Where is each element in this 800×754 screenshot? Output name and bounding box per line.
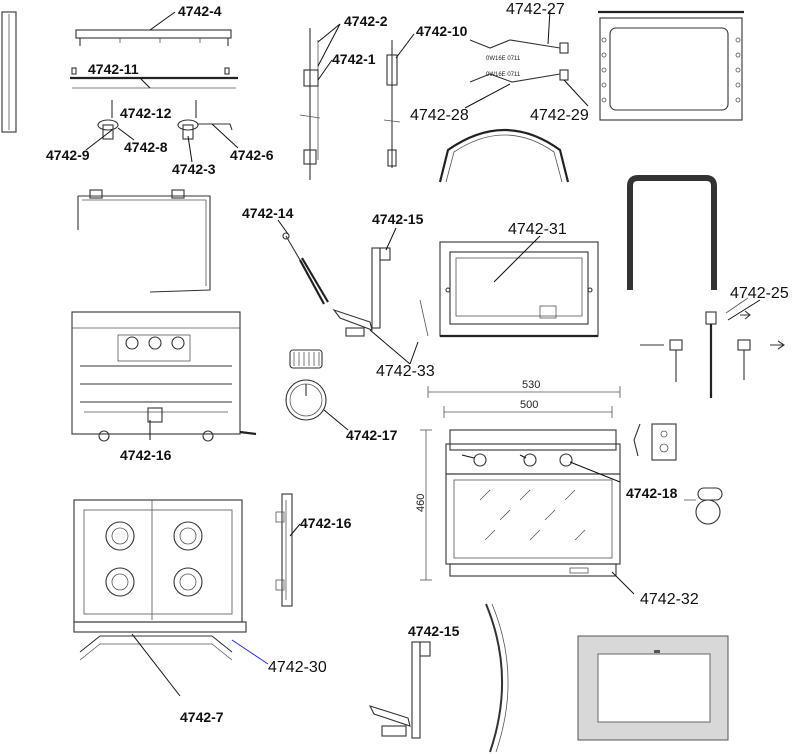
oven-door-part	[419, 241, 599, 338]
label-4742-8: 4742-8	[124, 139, 168, 155]
label-4742-18: 4742-18	[626, 485, 678, 501]
label-4742-3: 4742-3	[172, 161, 216, 177]
valve-knob-right	[177, 100, 233, 140]
oven-handle-part	[627, 175, 717, 290]
label-4742-11: 4742-11	[88, 61, 139, 77]
label-4742-2: 4742-2	[344, 13, 388, 29]
label-4742-14: 4742-14	[242, 205, 294, 221]
label-4742-32: 4742-32	[640, 591, 699, 608]
stove-front-view	[71, 311, 257, 442]
door-hinge-upper	[332, 247, 391, 337]
label-4742-31: 4742-31	[508, 221, 567, 238]
valve-knob-left	[97, 100, 119, 140]
hob-top-view	[73, 499, 247, 661]
svg-text:0W16E 0711: 0W16E 0711	[486, 72, 521, 78]
label-4742-15-upper: 4742-15	[372, 211, 424, 227]
valve-assembly-part	[640, 297, 785, 398]
label-4742-25: 4742-25	[730, 285, 789, 302]
label-4742-12: 4742-12	[120, 105, 172, 121]
height-dimension: 460	[415, 494, 427, 512]
label-4742-27: 4742-27	[506, 1, 565, 18]
gas-pipe-upper: 0W16E 0711	[469, 39, 569, 62]
door-hinge-lower	[368, 641, 431, 739]
door-gasket-part	[577, 635, 729, 741]
gas-supply-tube	[77, 189, 211, 293]
label-4742-16-left: 4742-16	[120, 447, 172, 463]
label-4742-28: 4742-28	[410, 107, 469, 124]
burner-arch-pipe	[438, 128, 570, 183]
label-4742-30: 4742-30	[268, 659, 327, 676]
control-knob-part	[285, 349, 327, 421]
oven-door-glass-frame	[598, 10, 744, 121]
label-4742-9: 4742-9	[46, 147, 90, 163]
label-4742-15-lower: 4742-15	[408, 623, 460, 639]
label-4742-10: 4742-10	[416, 23, 468, 39]
label-4742-16-right: 4742-16	[300, 515, 352, 531]
width-inner-dimension: 500	[520, 399, 538, 411]
side-panel-part	[1, 11, 17, 133]
igniter-part	[383, 40, 401, 168]
cooker-dimension-view	[420, 386, 621, 581]
hinge-bracket-part	[275, 493, 293, 607]
label-4742-7: 4742-7	[180, 709, 224, 725]
control-panel-rail-part	[70, 67, 238, 89]
gas-pipe-lower: 0W16E 0711	[469, 69, 569, 83]
curved-trim-part	[485, 603, 509, 753]
burner-rail-part	[75, 29, 232, 46]
label-4742-4: 4742-4	[178, 3, 222, 19]
svg-text:0W16E 0711: 0W16E 0711	[486, 56, 521, 62]
label-4742-6: 4742-6	[230, 147, 274, 163]
thermocouple-part	[299, 28, 321, 180]
label-4742-33: 4742-33	[376, 363, 435, 380]
bracket-part	[633, 423, 723, 525]
width-outer-dimension: 530	[522, 379, 540, 391]
label-4742-17: 4742-17	[346, 427, 398, 443]
label-4742-1: 4742-1	[332, 51, 376, 67]
label-4742-29: 4742-29	[530, 107, 589, 124]
gas-strut-part	[282, 232, 329, 305]
